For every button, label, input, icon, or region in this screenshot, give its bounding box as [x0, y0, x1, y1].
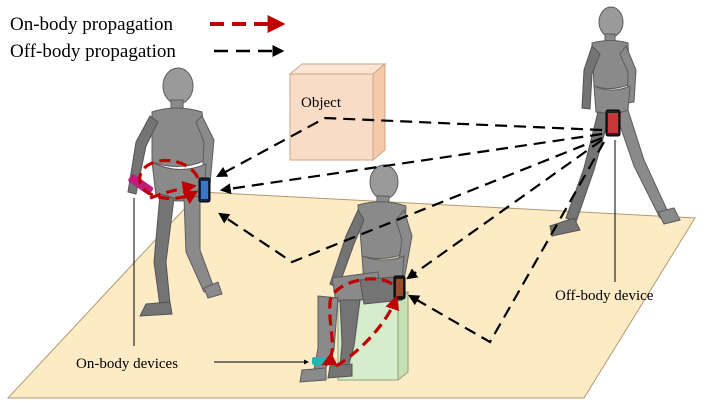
object-label: Object	[301, 95, 342, 111]
off-body-device-label: Off-body device	[555, 288, 654, 304]
off-body-propagation-paths	[216, 116, 605, 344]
hip-smartphone-screen	[201, 181, 208, 199]
thigh-smartphone-screen	[396, 279, 403, 296]
off-body-smartphone-screen	[608, 113, 618, 133]
wrist-band-device	[128, 174, 154, 195]
object-box: Object	[288, 62, 387, 162]
legend-off-body-label: Off-body propagation	[10, 41, 176, 62]
on-body-devices-label: On-body devices	[76, 356, 178, 372]
legend-on-body-label: On-body propagation	[10, 14, 174, 35]
legend: On-body propagation Off-body propagation	[10, 14, 286, 62]
right-walking-mannequin	[549, 6, 681, 237]
on-body-propagation-paths	[138, 158, 400, 368]
seated-mannequin	[299, 164, 413, 383]
left-walking-mannequin	[127, 67, 223, 317]
